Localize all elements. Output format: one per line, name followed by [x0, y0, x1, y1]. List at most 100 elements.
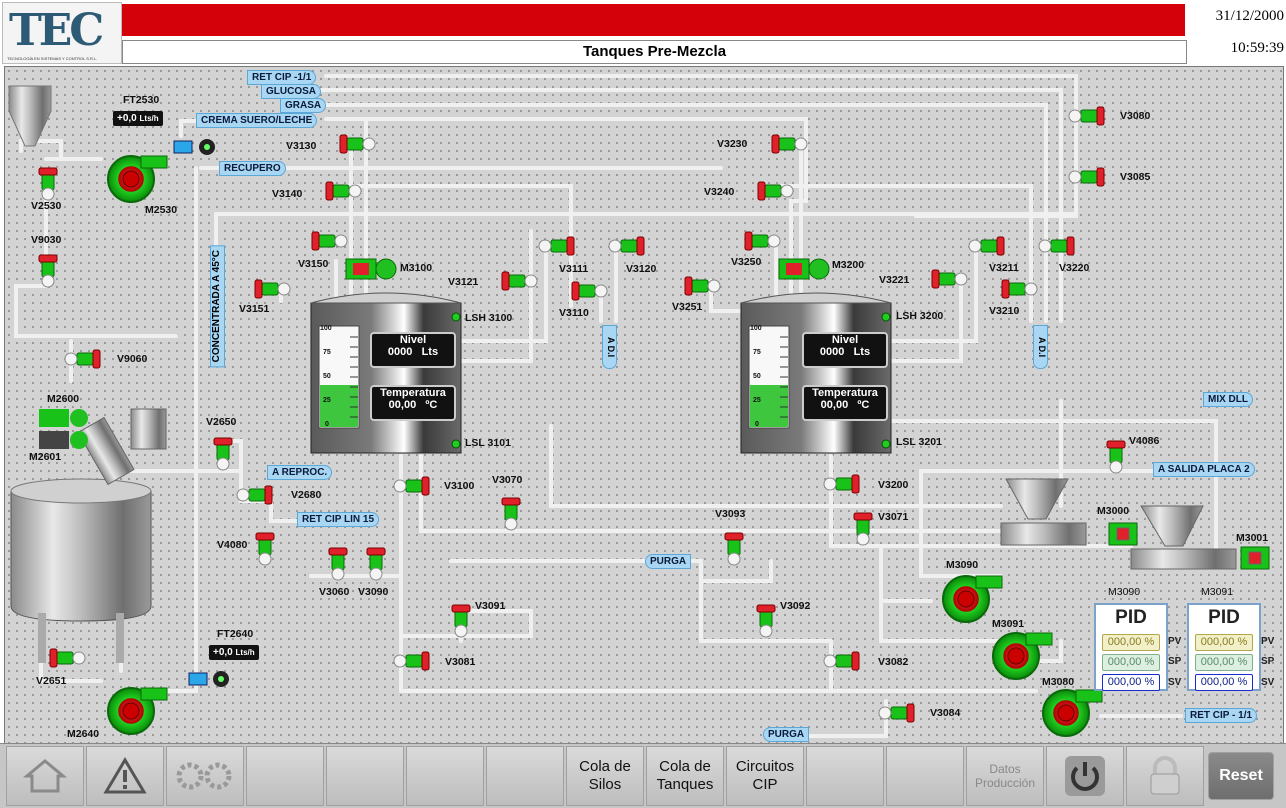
- ft2640-display[interactable]: +0,0 Lts/h: [209, 645, 259, 660]
- valve-v3081-label[interactable]: V3081: [445, 656, 476, 668]
- motor-m3090-label[interactable]: M3090: [946, 559, 979, 571]
- motor-m2600-label[interactable]: M2600: [47, 393, 80, 405]
- valve-v9060-icon: [64, 349, 101, 369]
- tank-3200-temp-panel[interactable]: Temperatura 00,00 ºC: [802, 385, 888, 421]
- valve-v9060-label[interactable]: V9060: [117, 353, 148, 365]
- valve-v3092-label[interactable]: V3092: [780, 600, 811, 612]
- circuitos-cip-button[interactable]: Circuitos CIP: [726, 746, 804, 806]
- valve-v3080-label[interactable]: V3080: [1120, 110, 1151, 122]
- pid-m3090-panel[interactable]: PID 000,00 % 000,00 % 000,00 %: [1094, 603, 1168, 691]
- valve-v2650-label[interactable]: V2650: [206, 416, 237, 428]
- valve-v3220-label[interactable]: V3220: [1059, 262, 1090, 274]
- motor-m3200-label: M3200: [832, 259, 865, 271]
- valve-v3090-label[interactable]: V3090: [358, 586, 389, 598]
- footer-empty-1[interactable]: [246, 746, 324, 806]
- alarms-button[interactable]: [86, 746, 164, 806]
- valve-v3140-label[interactable]: V3140: [272, 188, 303, 200]
- valve-v3070-label[interactable]: V3070: [492, 474, 523, 486]
- datos-produccion-button[interactable]: Datos Producción: [966, 746, 1044, 806]
- pid-m3090-sp[interactable]: 000,00 %: [1102, 654, 1160, 671]
- valve-v3211-label[interactable]: V3211: [989, 262, 1019, 274]
- valve-v3210-label[interactable]: V3210: [989, 305, 1020, 317]
- valve-v3200-label[interactable]: V3200: [878, 479, 909, 491]
- motor-m3080-label[interactable]: M3080: [1042, 676, 1075, 688]
- cola-tanques-button[interactable]: Cola de Tanques: [646, 746, 724, 806]
- valve-v3240-label[interactable]: V3240: [704, 186, 735, 198]
- reset-button[interactable]: Reset: [1208, 752, 1274, 800]
- valve-v3120-label[interactable]: V3120: [626, 263, 657, 275]
- valve-v2530-label[interactable]: V2530: [31, 200, 62, 212]
- valve-v3230-label[interactable]: V3230: [717, 138, 748, 150]
- cola-silos-button[interactable]: Cola de Silos: [566, 746, 644, 806]
- valve-v2651-label[interactable]: V2651: [36, 675, 67, 687]
- motor-m3000-label[interactable]: M3000: [1097, 505, 1130, 517]
- valve-v3082-label[interactable]: V3082: [878, 656, 909, 668]
- power-button[interactable]: [1046, 746, 1124, 806]
- valve-v3251-label[interactable]: V3251: [672, 301, 703, 313]
- tank-3100-level-panel[interactable]: Nivel 0000 Lts: [370, 332, 456, 368]
- pump-m3090-icon: [942, 575, 1003, 623]
- pid-m3091-sp[interactable]: 000,00 %: [1195, 654, 1253, 671]
- home-button[interactable]: [6, 746, 84, 806]
- valve-v4086-label[interactable]: V4086: [1129, 435, 1160, 447]
- line-purga-upper: PURGA: [645, 554, 692, 569]
- footer-empty-6[interactable]: [886, 746, 964, 806]
- valve-v3221-label[interactable]: V3221: [879, 274, 910, 286]
- pid-m3090-pv: 000,00 %: [1102, 634, 1160, 651]
- valve-v3091-icon: [451, 604, 471, 638]
- valve-v3093-label[interactable]: V3093: [715, 508, 746, 520]
- valve-v3060-label[interactable]: V3060: [319, 586, 350, 598]
- ft2530-value: +0,0: [117, 113, 137, 124]
- motor-m2640-label[interactable]: M2640: [67, 728, 100, 740]
- valve-v3250-label[interactable]: V3250: [731, 256, 762, 268]
- valve-v3085-label[interactable]: V3085: [1120, 171, 1151, 183]
- ft2530-tag: FT2530: [123, 94, 160, 106]
- footer-empty-4[interactable]: [486, 746, 564, 806]
- line-crema: CREMA SUERO/LECHE: [196, 113, 318, 128]
- motor-m2530-label[interactable]: M2530: [145, 204, 178, 216]
- valve-v2530-icon: [38, 167, 58, 201]
- tank-3100-temp-panel[interactable]: Temperatura 00,00 ºC: [370, 385, 456, 421]
- valve-v3091-label[interactable]: V3091: [475, 600, 506, 612]
- motor-m3001-label[interactable]: M3001: [1236, 532, 1269, 544]
- line-concentrada: CONCENTRADA A 45°C: [210, 245, 225, 368]
- valve-v4080-label[interactable]: V4080: [217, 539, 248, 551]
- valve-v9030-label[interactable]: V9030: [31, 234, 62, 246]
- motor-m2601-label[interactable]: M2601: [29, 451, 62, 463]
- alarm-banner[interactable]: [122, 4, 1185, 36]
- valve-v2680-label[interactable]: V2680: [291, 489, 322, 501]
- valve-v3240-icon: [757, 181, 794, 201]
- valve-v3110-label[interactable]: V3110: [559, 307, 589, 319]
- footer-empty-5[interactable]: [806, 746, 884, 806]
- valve-v3100-label[interactable]: V3100: [444, 480, 475, 492]
- lock-button[interactable]: [1126, 746, 1204, 806]
- motor-m3091-label[interactable]: M3091: [992, 618, 1025, 630]
- footer-empty-2[interactable]: [326, 746, 404, 806]
- tank-3200-level-panel[interactable]: Nivel 0000 Lts: [802, 332, 888, 368]
- process-diagram: RET CIP -1/1 GLUCOSA GRASA CREMA SUERO/L…: [4, 66, 1284, 744]
- valve-v3121-label[interactable]: V3121: [448, 276, 479, 288]
- tank-3200-level-title: Nivel: [831, 334, 859, 346]
- ft2640-tag: FT2640: [217, 628, 254, 640]
- valve-v3151-icon: [254, 279, 291, 299]
- pid-m3091-panel[interactable]: PID 000,00 % 000,00 % 000,00 %: [1187, 603, 1261, 691]
- valve-v3151-label[interactable]: V3151: [239, 303, 270, 315]
- valve-v3111-label[interactable]: V3111: [559, 263, 589, 275]
- tank-3100-lsh: LSH 3100: [465, 312, 513, 324]
- ft2530-unit: Lts/h: [139, 114, 159, 123]
- pid-m3090-title: PID: [1115, 607, 1147, 628]
- footer-empty-3[interactable]: [406, 746, 484, 806]
- homogenizer-m3000: [1000, 478, 1138, 546]
- tank-3200-scale-75: 75: [753, 349, 761, 356]
- settings-button[interactable]: [166, 746, 244, 806]
- line-adi-3100: A D.I: [602, 325, 617, 369]
- valve-v4086-icon: [1106, 440, 1126, 474]
- ft2530-display[interactable]: +0,0 Lts/h: [113, 111, 163, 126]
- valve-v4080-icon: [255, 532, 275, 566]
- valve-v3084-label[interactable]: V3084: [930, 707, 961, 719]
- valve-v3150-label[interactable]: V3150: [298, 258, 329, 270]
- tank-3200-scale-0: 0: [755, 421, 759, 428]
- valve-v3130-label[interactable]: V3130: [286, 140, 317, 152]
- valve-v3071-label[interactable]: V3071: [878, 511, 909, 523]
- piping-drawing: [8, 74, 1270, 738]
